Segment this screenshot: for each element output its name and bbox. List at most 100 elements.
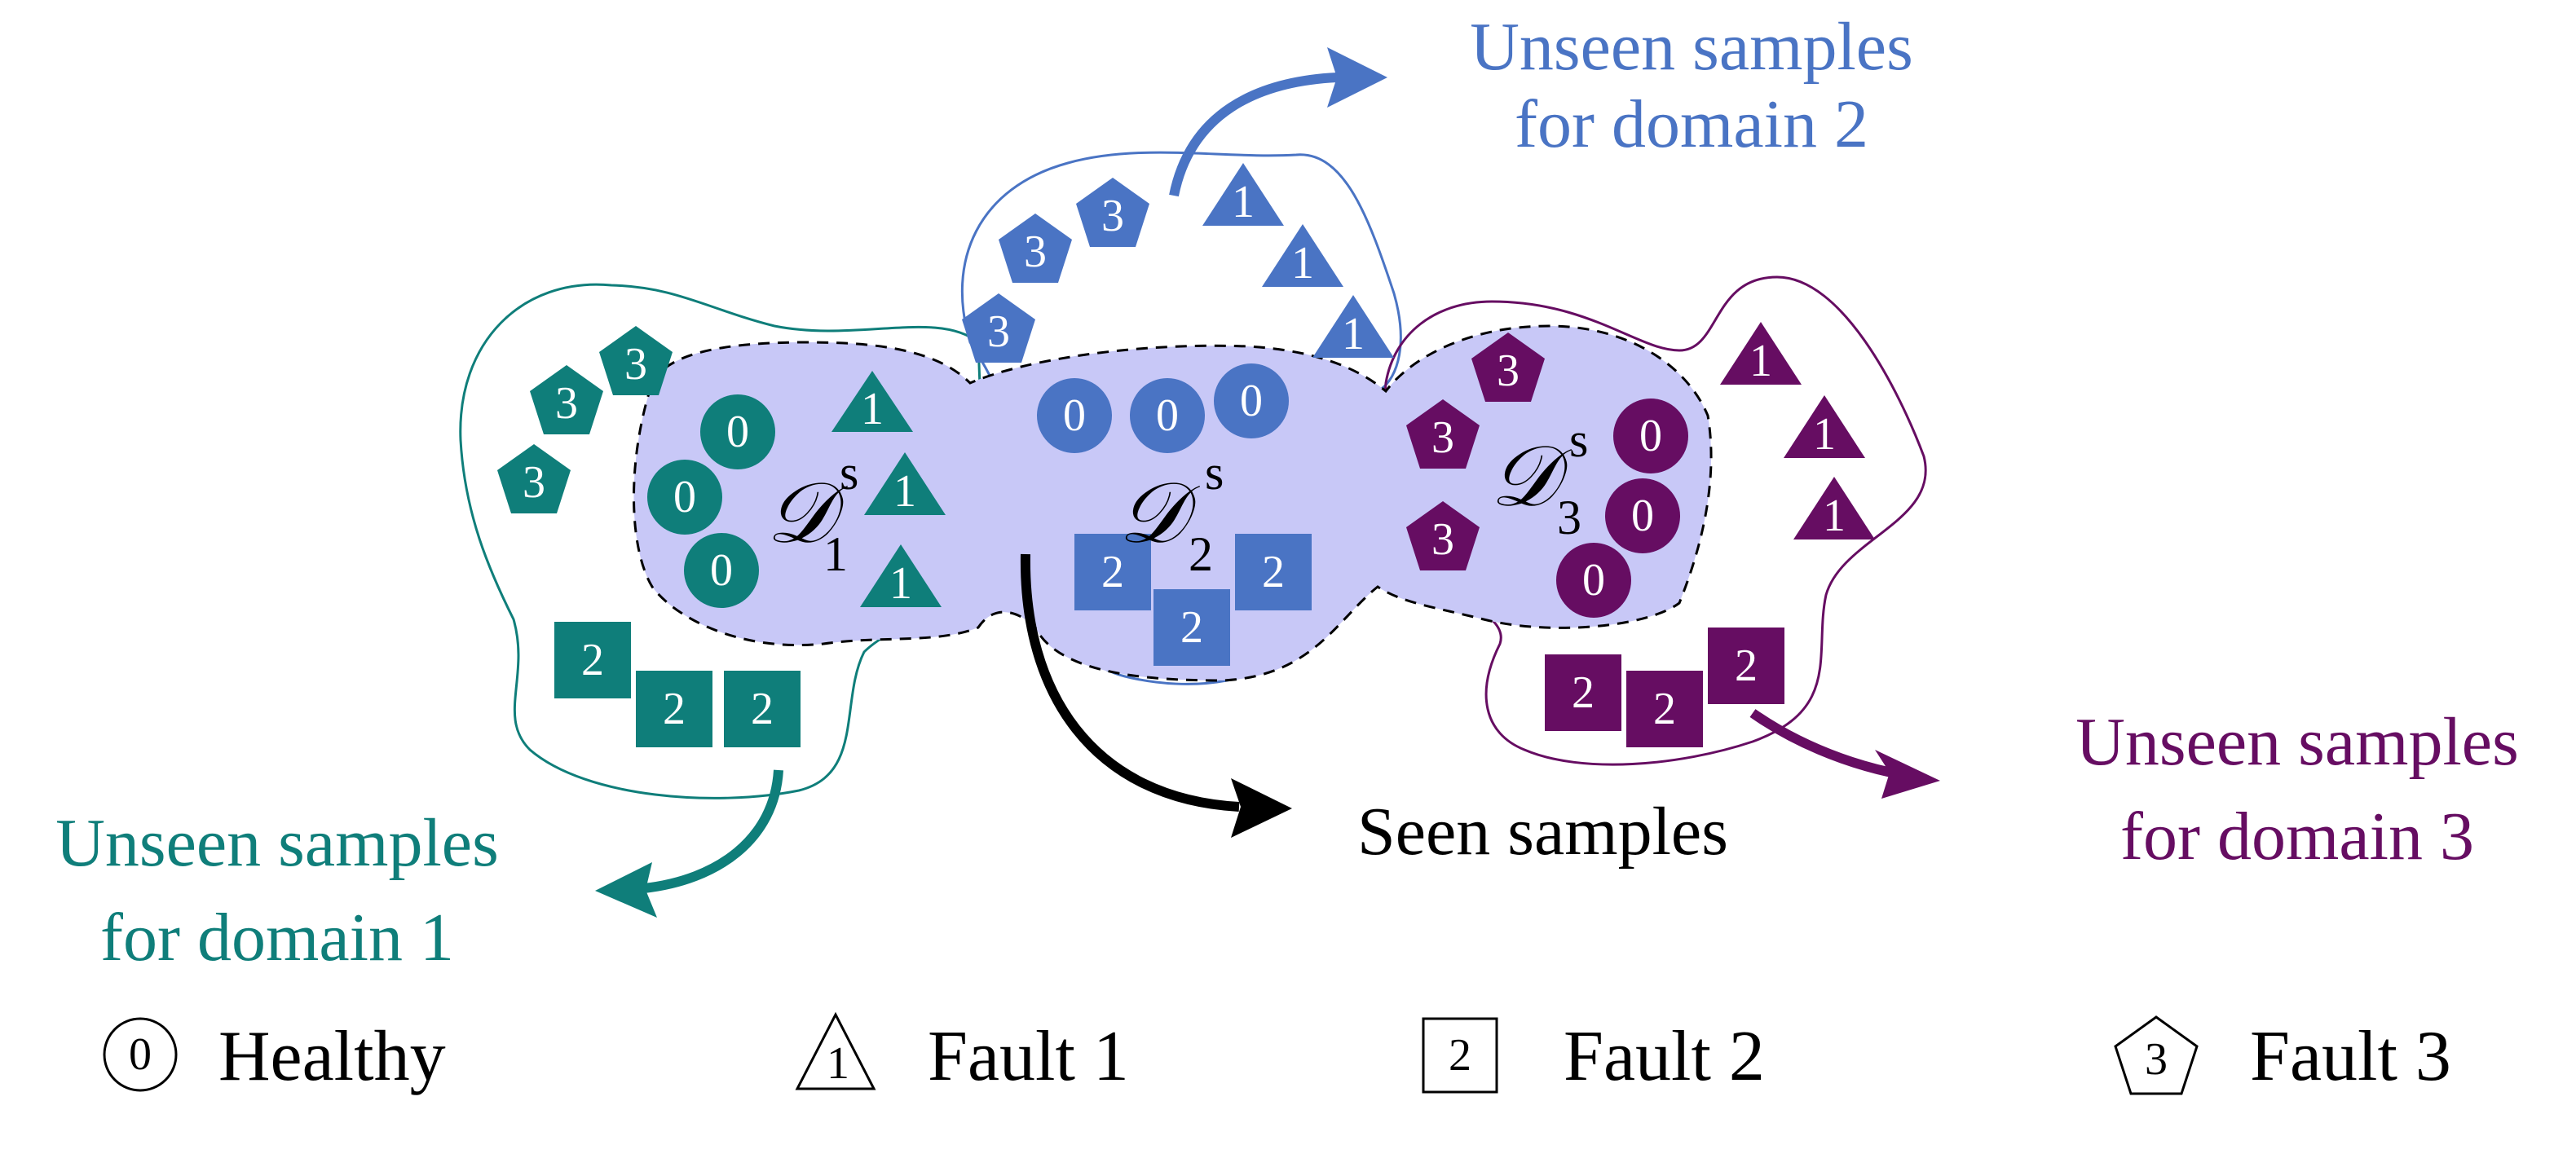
- domain2-fault2-marker: 2: [1153, 589, 1230, 666]
- fault2-square-icon: [1422, 1017, 1498, 1094]
- svg-text:3: 3: [523, 457, 545, 508]
- domain2-fault2-marker: 2: [1235, 534, 1312, 610]
- svg-text:1: 1: [1823, 491, 1846, 541]
- svg-text:2: 2: [663, 684, 686, 734]
- svg-text:Fault 2: Fault 2: [1564, 1017, 1765, 1096]
- domain1-fault2-marker: 2: [636, 671, 712, 747]
- svg-text:s: s: [1205, 446, 1224, 500]
- svg-text:1: 1: [889, 558, 912, 609]
- domain1-fault3-marker: 3: [530, 365, 603, 434]
- legend-healthy: 0 Healthy: [103, 1017, 446, 1096]
- domain2-healthy-marker: 0: [1214, 363, 1289, 438]
- svg-text:Fault 1: Fault 1: [928, 1017, 1129, 1096]
- fault1-triangle-icon: [795, 1011, 876, 1090]
- svg-text:s: s: [840, 446, 858, 500]
- domain1-healthy-marker: 0: [684, 533, 759, 608]
- domain2-fault1-marker: 1: [1312, 295, 1394, 359]
- domain3-samples: 3 3 3 0 0 0 1 1: [1406, 322, 1875, 747]
- seen-samples-label: Seen samples: [1357, 794, 1728, 870]
- unseen-domain1-label: Unseen samples for domain 1: [55, 805, 499, 975]
- svg-text:2: 2: [1180, 602, 1203, 653]
- domain2-fault1-marker: 1: [1202, 163, 1284, 227]
- svg-text:3: 3: [987, 306, 1010, 357]
- svg-text:1: 1: [1749, 336, 1772, 386]
- svg-text:0: 0: [710, 545, 733, 596]
- svg-text:2: 2: [1735, 641, 1758, 691]
- svg-text:s: s: [1569, 413, 1588, 467]
- svg-text:3: 3: [1431, 412, 1454, 463]
- domain3-fault3-marker: 3: [1471, 332, 1545, 402]
- legend: 0 Healthy 1 Fault 1 2 Fault 2 3 Fault 3: [103, 1011, 2451, 1096]
- svg-text:1: 1: [1291, 238, 1314, 288]
- domain1-fault1-marker: 1: [860, 544, 942, 609]
- svg-text:3: 3: [555, 378, 578, 429]
- svg-text:1: 1: [893, 466, 916, 517]
- domain3-fault3-marker: 3: [1406, 501, 1480, 570]
- domain3-fault3-marker: 3: [1406, 399, 1480, 469]
- domain2-fault1-marker: 1: [1262, 224, 1343, 288]
- svg-text:0: 0: [1631, 491, 1654, 541]
- svg-text:0: 0: [673, 472, 696, 522]
- svg-text:1: 1: [861, 384, 884, 434]
- unseen-domain3-arrow: [1749, 709, 1940, 799]
- domain3-fault2-marker: 2: [1545, 654, 1621, 731]
- domain1-fault2-marker: 2: [724, 671, 801, 747]
- domain2-healthy-marker: 0: [1130, 378, 1205, 453]
- fault3-pentagon-icon: [2114, 1015, 2199, 1095]
- domain3-healthy-marker: 0: [1613, 399, 1688, 473]
- domain1-samples: 3 3 3 0 0 0 1 1: [497, 326, 946, 747]
- svg-text:3: 3: [1557, 491, 1581, 544]
- svg-text:2: 2: [751, 684, 774, 734]
- domain3-healthy-marker: 0: [1556, 543, 1631, 618]
- svg-text:0: 0: [1240, 376, 1263, 426]
- domain1-fault3-marker: 3: [497, 444, 571, 513]
- domain2-fault3-marker: 3: [962, 293, 1035, 363]
- domain1-fault3-marker: 3: [599, 326, 673, 395]
- legend-fault3: 3 Fault 3: [2114, 1015, 2451, 1096]
- svg-text:3: 3: [624, 339, 647, 390]
- svg-text:Fault 3: Fault 3: [2250, 1017, 2451, 1096]
- svg-text:0: 0: [1639, 411, 1662, 461]
- svg-text:1: 1: [823, 527, 848, 581]
- svg-text:3: 3: [1101, 191, 1124, 241]
- svg-text:0: 0: [1063, 390, 1086, 441]
- domain1-fault2-marker: 2: [554, 622, 631, 698]
- svg-text:0: 0: [726, 407, 749, 457]
- domain3-fault2-marker: 2: [1708, 628, 1784, 704]
- domain3-fault1-marker: 1: [1720, 322, 1802, 386]
- svg-text:3: 3: [1497, 346, 1520, 396]
- svg-text:Healthy: Healthy: [218, 1017, 446, 1096]
- svg-text:0: 0: [1582, 555, 1605, 606]
- domain2-fault3-marker: 3: [1076, 178, 1149, 247]
- svg-text:Unseen samples: Unseen samples: [1470, 9, 1913, 85]
- svg-text:Unseen samples: Unseen samples: [2075, 704, 2519, 780]
- svg-text:1: 1: [1813, 409, 1836, 460]
- domain3-outer-boundary: [1383, 275, 1927, 766]
- svg-text:for domain 3: for domain 3: [2120, 799, 2474, 874]
- unseen-domain2-label: Unseen samples for domain 2: [1470, 9, 1913, 162]
- domain3-fault1-marker: 1: [1784, 395, 1865, 460]
- domain3-healthy-marker: 0: [1605, 478, 1680, 553]
- seen-samples-arrow: [1020, 553, 1292, 838]
- domain3-fault1-marker: 1: [1793, 477, 1875, 541]
- svg-text:2: 2: [1449, 1030, 1471, 1081]
- legend-fault1: 1 Fault 1: [795, 1011, 1129, 1096]
- svg-text:0: 0: [1156, 390, 1179, 441]
- svg-text:for domain 2: for domain 2: [1515, 86, 1868, 162]
- svg-text:1: 1: [827, 1038, 849, 1089]
- domain1-fault1-marker: 1: [864, 452, 946, 517]
- domain3-fault2-marker: 2: [1626, 671, 1703, 747]
- svg-text:2: 2: [581, 635, 604, 685]
- domain1-fault1-marker: 1: [831, 371, 913, 434]
- domain1-healthy-marker: 0: [700, 394, 775, 469]
- domain2-samples: 3 3 3 1 1 1 0 0: [962, 163, 1394, 666]
- svg-text:3: 3: [1431, 514, 1454, 565]
- svg-text:1: 1: [1232, 177, 1255, 227]
- domain2-healthy-marker: 0: [1037, 378, 1112, 453]
- svg-text:3: 3: [2145, 1034, 2168, 1085]
- domain2-fault3-marker: 3: [999, 214, 1072, 283]
- healthy-circle-icon: [103, 1017, 178, 1092]
- domain2-fault2-marker: 2: [1074, 534, 1151, 610]
- domain1-symbol: 𝒟 1 s: [766, 446, 858, 581]
